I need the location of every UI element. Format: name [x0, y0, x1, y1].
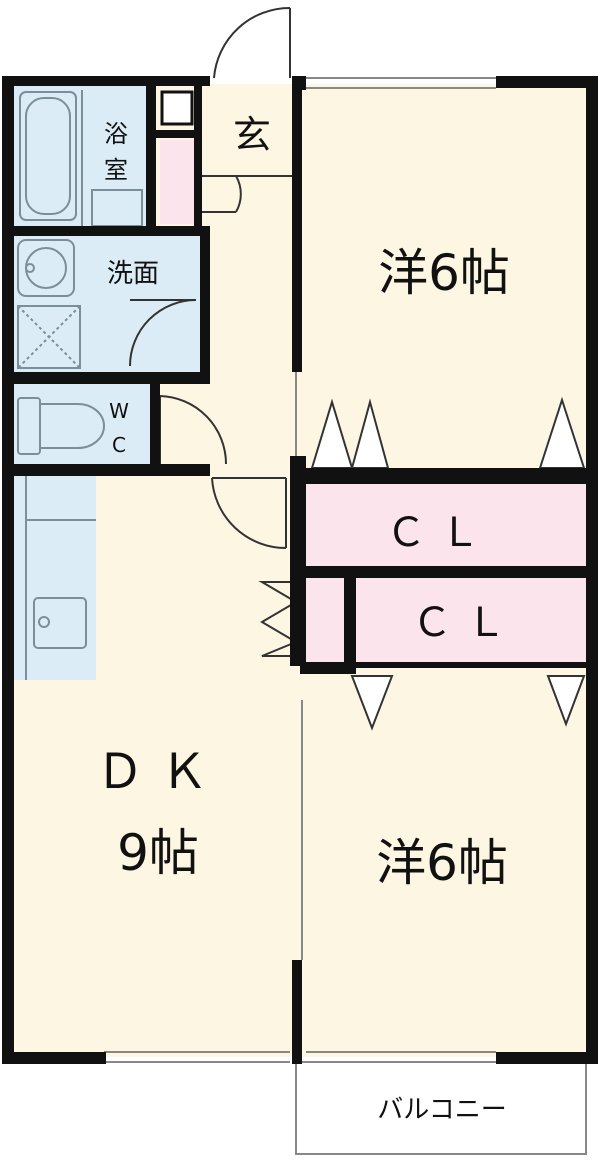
- windows: [104, 77, 496, 1063]
- closet-doors-lower: [350, 675, 586, 731]
- balcony-label: バルコニー: [377, 1095, 506, 1125]
- dk-label-1: ＤＫ: [96, 744, 224, 800]
- entrance-door: [213, 6, 291, 79]
- floor-closet-upper: [306, 484, 586, 566]
- entrance-label: 玄: [233, 113, 271, 157]
- toilet-label-c: C: [112, 433, 126, 457]
- bathroom-label-2: 室: [104, 156, 128, 184]
- dk-door: [211, 477, 287, 550]
- western-room-south-label: 洋6帖: [376, 834, 508, 892]
- western-room-north-label: 洋6帖: [378, 244, 510, 302]
- toilet-icon: [17, 397, 105, 455]
- washroom-label: 洗面: [107, 259, 159, 289]
- toilet-label-w: W: [109, 399, 129, 423]
- bathtub-icon: [19, 91, 77, 221]
- folding-door-icon: [258, 581, 299, 657]
- dk-label-2: 9帖: [117, 824, 199, 882]
- walls: [2, 76, 598, 1064]
- floor-bathroom: [12, 86, 148, 228]
- shoe-cabinet: [160, 140, 194, 224]
- entrance-step: [200, 175, 292, 213]
- kitchen-fixtures: [25, 476, 96, 680]
- closet-upper-label: ＣＬ: [386, 510, 494, 556]
- washroom-door: [129, 299, 197, 367]
- washing-machine-pan-icon: [17, 305, 81, 369]
- kitchen-counter: [12, 476, 96, 680]
- sink-icon: [17, 239, 75, 297]
- closet-lower-label: ＣＬ: [412, 600, 520, 646]
- bathroom-label-1: 浴: [104, 120, 128, 148]
